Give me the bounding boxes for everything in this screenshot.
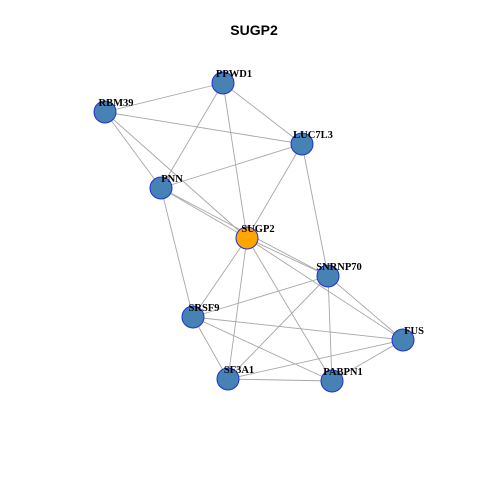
edge-luc7l3-sugp2 [246, 143, 303, 239]
edge-sf3a1-fus [227, 339, 404, 380]
edge-snrnp70-srsf9 [192, 275, 329, 318]
node-label: FUS [404, 326, 424, 337]
edge-ppwd1-rbm39 [104, 82, 224, 113]
node-label: PPWD1 [216, 69, 252, 80]
edge-pnn-srsf9 [160, 187, 194, 318]
node-circle[interactable] [320, 369, 344, 393]
node-circle[interactable] [216, 367, 240, 391]
node-label: PABPN1 [323, 367, 362, 378]
node-circle[interactable] [290, 132, 314, 156]
node-sugp2[interactable]: SUGP2 [235, 224, 275, 250]
edge-sugp2-sf3a1 [227, 237, 248, 380]
node-circle[interactable] [235, 226, 259, 250]
edge-pnn-sugp2 [160, 187, 248, 239]
edge-rbm39-pnn [104, 111, 162, 189]
node-label: LUC7L3 [293, 130, 333, 141]
edge-pabpn1-fus [331, 339, 404, 382]
node-label: PNN [161, 174, 183, 185]
edge-luc7l3-snrnp70 [301, 143, 329, 277]
node-label: SUGP2 [241, 224, 274, 235]
edge-snrnp70-sf3a1 [227, 275, 329, 380]
edge-srsf9-fus [192, 316, 404, 341]
node-circle[interactable] [93, 100, 117, 124]
node-rbm39[interactable]: RBM39 [93, 98, 134, 124]
edge-rbm39-sugp2 [104, 111, 248, 239]
node-snrnp70[interactable]: SNRNP70 [316, 262, 362, 288]
edge-sf3a1-pabpn1 [227, 378, 333, 382]
node-pabpn1[interactable]: PABPN1 [320, 367, 363, 393]
graph-title: SUGP2 [230, 22, 278, 38]
edge-layer [104, 82, 404, 382]
edge-srsf9-pabpn1 [192, 316, 333, 382]
edge-sugp2-snrnp70 [246, 237, 329, 277]
edge-sugp2-pabpn1 [246, 237, 333, 382]
node-circle[interactable] [181, 305, 205, 329]
node-label: SRSF9 [189, 303, 220, 314]
node-label: SF3A1 [224, 365, 254, 376]
node-circle[interactable] [316, 264, 340, 288]
node-srsf9[interactable]: SRSF9 [181, 303, 220, 329]
edge-sugp2-srsf9 [192, 237, 248, 318]
edge-luc7l3-pnn [160, 143, 303, 189]
edge-rbm39-luc7l3 [104, 111, 303, 145]
node-label: SNRNP70 [316, 262, 362, 273]
node-label: RBM39 [99, 98, 134, 109]
edge-ppwd1-luc7l3 [222, 82, 303, 145]
node-fus[interactable]: FUS [391, 326, 424, 352]
node-ppwd1[interactable]: PPWD1 [211, 69, 252, 95]
edge-sugp2-fus [246, 237, 404, 341]
node-circle[interactable] [149, 176, 173, 200]
node-sf3a1[interactable]: SF3A1 [216, 365, 254, 391]
edge-srsf9-sf3a1 [192, 316, 229, 380]
edge-ppwd1-sugp2 [222, 82, 248, 239]
node-circle[interactable] [211, 71, 235, 95]
node-luc7l3[interactable]: LUC7L3 [290, 130, 333, 156]
edge-snrnp70-fus [327, 275, 404, 341]
node-pnn[interactable]: PNN [149, 174, 183, 200]
edge-snrnp70-pabpn1 [327, 275, 333, 382]
edge-ppwd1-pnn [160, 82, 224, 189]
node-circle[interactable] [391, 328, 415, 352]
